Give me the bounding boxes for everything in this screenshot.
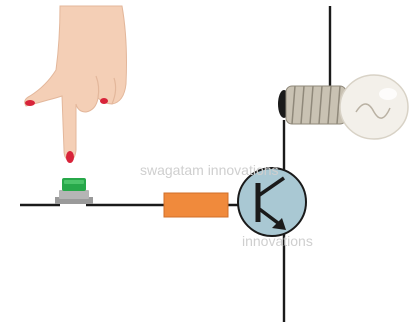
pointing-hand-icon bbox=[24, 5, 127, 163]
push-button-icon bbox=[55, 178, 93, 204]
watermark-text-bottom: innovations bbox=[242, 233, 313, 249]
npn-transistor-icon bbox=[237, 167, 307, 237]
circuit-wires bbox=[20, 6, 332, 322]
light-bulb-icon bbox=[278, 74, 409, 140]
watermark-text-top: swagatam innovations bbox=[140, 162, 279, 178]
resistor-icon bbox=[163, 192, 229, 218]
